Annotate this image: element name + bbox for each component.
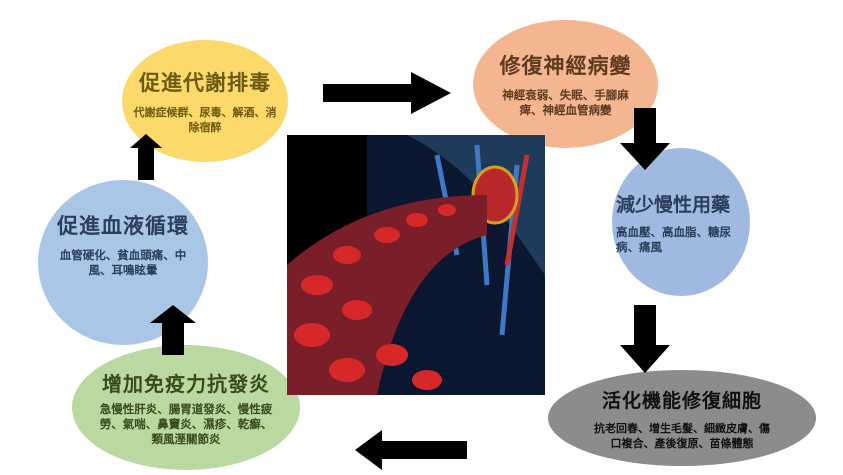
node-desc: 抗老回春、增生毛髮、細緻皮膚、傷口複合、產後復原、苗條體態	[594, 421, 770, 450]
node-title: 活化機能修復細胞	[601, 389, 762, 412]
node-desc: 急慢性肝炎、腸胃道發炎、慢性疲勞、氣喘、鼻竇炎、濕疹、乾癬、類風溼關節炎	[99, 402, 273, 446]
arrow-left-icon	[355, 430, 467, 470]
node-desc: 神經衰弱、失眠、手腳麻痺、神經血管病變	[502, 88, 629, 117]
node-desc: 高血壓、高血脂、糖尿病、痛風	[616, 224, 731, 254]
node-immunity: 增加免疫力抗發炎 急慢性肝炎、腸胃道發炎、慢性疲勞、氣喘、鼻竇炎、濕疹、乾癬、類…	[72, 345, 300, 470]
node-title: 增加免疫力抗發炎	[102, 372, 270, 396]
node-title: 促進代謝排毒	[139, 71, 271, 95]
node-medication: 減少慢性用藥 高血壓、高血脂、糖尿病、痛風	[612, 148, 750, 296]
arrow-up-icon	[150, 305, 196, 355]
node-nerve: 修復神經病變 神經衰弱、失眠、手腳麻痺、神經血管病變	[473, 20, 658, 148]
node-cell-repair: 活化機能修復細胞 抗老回春、增生毛髮、細緻皮膚、傷口複合、產後復原、苗條體態	[548, 370, 816, 466]
arrow-up-icon	[130, 134, 162, 180]
node-desc: 血管硬化、貧血頭痛、中風、耳鳴眩暈	[59, 248, 187, 277]
node-title: 修復神經病變	[499, 54, 632, 78]
arrow-down-icon	[620, 108, 670, 170]
arrow-right-icon	[323, 72, 451, 114]
node-desc: 代謝症候群、尿毒、解酒、消除宿醉	[133, 106, 277, 134]
heart-blood-cells-image	[287, 135, 545, 395]
arrow-down-icon	[620, 305, 670, 373]
node-title: 促進血液循環	[57, 214, 189, 238]
node-title: 減少慢性用藥	[616, 193, 731, 216]
